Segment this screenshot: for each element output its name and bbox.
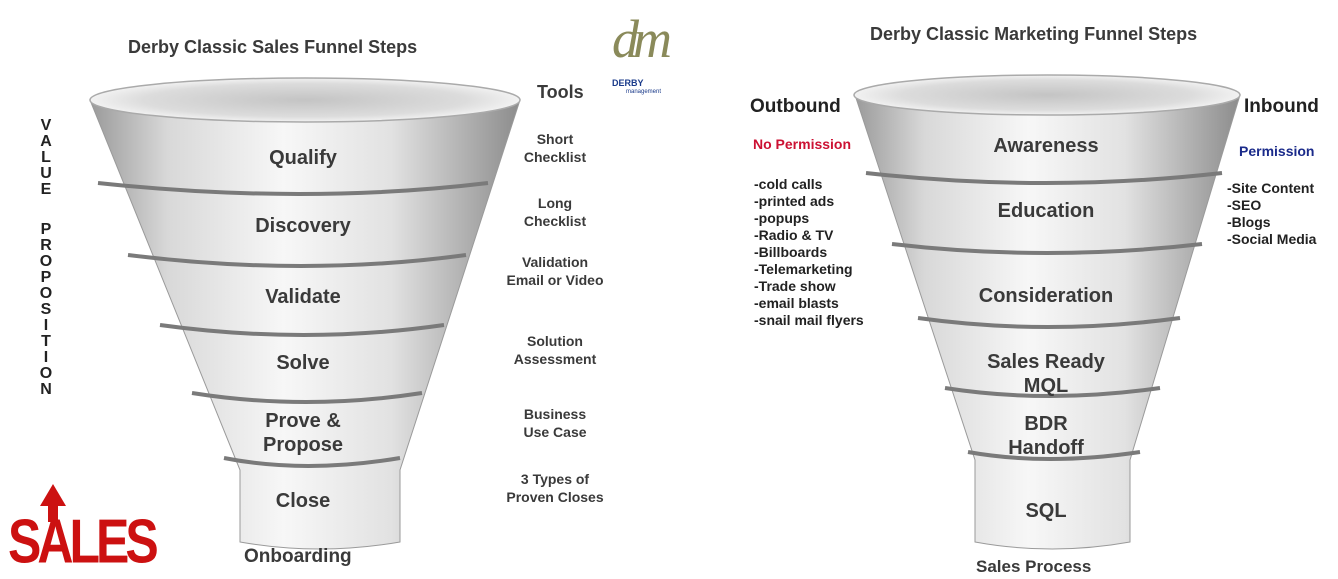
marketing-stage-4-line-2: MQL [1024,375,1068,397]
derby-management-logo: dm DERBY management [606,8,672,108]
proposition-letter-1: P [40,221,52,238]
sales-stage-5-line-1: Prove & [265,410,341,432]
sales-stage-1: Qualify [269,147,338,169]
sales-funnel-shape [89,77,521,550]
outbound-item-5: -Billboards [754,244,828,260]
outbound-item-1: -cold calls [754,176,823,192]
tool-item-1-line-2: Checklist [523,149,587,165]
marketing-stage-6: SQL [1025,500,1066,522]
marketing-stage-5-line-1: BDR [1024,413,1068,435]
marketing-stage-2: Education [998,200,1095,222]
inbound-list: -Site Content-SEO-Blogs-Social Media [1227,180,1316,248]
proposition-letter-5: O [39,285,53,302]
inbound-item-1: -Site Content [1227,180,1315,196]
value-letter-2: A [40,133,52,150]
proposition-letter-3: O [39,253,53,270]
value-letter-1: V [40,117,52,134]
proposition-letter-8: T [41,333,51,350]
tool-item-6: 3 Types of Proven Closes [480,470,630,506]
outbound-item-4: -Radio & TV [754,227,834,243]
tool-item-3-line-1: Validation [521,254,589,270]
marketing-stage-3: Consideration [979,285,1113,307]
sales-stage-5-line-2: Propose [263,434,343,456]
tool-item-3-line-2: Email or Video [506,272,604,288]
marketing-stage-1: Awareness [993,135,1098,157]
outbound-item-8: -email blasts [754,295,839,311]
outbound-list: -cold calls-printed ads-popups-Radio & T… [754,176,864,329]
sales-logo-text: SALES [8,506,159,576]
outbound-item-7: -Trade show [754,278,836,294]
value-letter-3: L [41,149,51,166]
proposition-letter-7: I [43,317,49,334]
proposition-letter-2: R [40,237,52,254]
tool-item-6-line-1: 3 Types of [520,471,590,487]
logo-subname: management [626,89,662,95]
inbound-item-3: -Blogs [1227,214,1271,230]
marketing-funnel-title: Derby Classic Marketing Funnel Steps [870,24,1198,44]
onboarding-label: Onboarding [244,546,352,567]
sales-stage-3: Validate [265,286,341,308]
value-letter-4: U [40,165,52,182]
inbound-item-4: -Social Media [1227,231,1317,247]
sales-funnel-title: Derby Classic Sales Funnel Steps [128,37,418,57]
up-arrow-icon [40,484,66,522]
proposition-letter-10: O [39,365,53,382]
permission-label: Permission [1239,143,1315,159]
tools-heading: Tools [537,82,584,102]
sales-stage-6: Close [276,490,330,512]
marketing-funnel-shape [853,74,1241,550]
tool-item-1-line-1: Short [536,131,574,147]
marketing-stage-5-line-2: Handoff [1008,437,1084,459]
tool-item-6-line-2: Proven Closes [506,489,604,505]
proposition-letter-6: S [40,301,52,318]
value-letter-5: E [40,181,52,198]
outbound-item-9: -snail mail flyers [754,312,864,328]
tool-item-5-line-2: Use Case [523,424,587,440]
outbound-item-3: -popups [754,210,810,226]
inbound-item-2: -SEO [1227,197,1262,213]
tool-item-4-line-2: Assessment [513,351,597,367]
tool-item-5-line-1: Business [523,406,587,422]
proposition-letter-4: P [40,269,52,286]
logo-name: DERBY [612,78,644,88]
marketing-stage-4-line-1: Sales Ready [987,351,1106,373]
tool-item-2-line-1: Long [537,195,573,211]
proposition-letter-11: N [40,381,52,398]
tool-item-2-line-2: Checklist [523,213,587,229]
logo-mark: dm [612,9,672,69]
no-permission-label: No Permission [753,136,852,152]
outbound-heading: Outbound [750,96,841,117]
vertical-label-gap [36,198,56,222]
sales-arrow-logo: SALES [6,482,159,576]
outbound-item-2: -printed ads [754,193,835,209]
sales-stage-4: Solve [276,352,329,374]
sales-stage-2: Discovery [255,215,351,237]
sales-process-label: Sales Process [976,557,1092,576]
proposition-letter-9: I [43,349,49,366]
tool-item-4-line-1: Solution [527,333,583,349]
outbound-item-6: -Telemarketing [754,261,853,277]
inbound-heading: Inbound [1244,96,1319,117]
